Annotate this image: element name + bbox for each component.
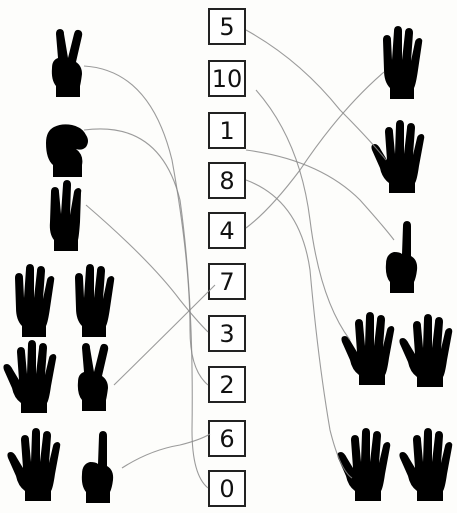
match-line-5: [246, 30, 386, 160]
right-hand-four-fingers-icon: [383, 26, 422, 99]
left-hand-two-fingers-icon: [52, 29, 82, 97]
match-line-8: [246, 180, 352, 478]
right-open-hand-icon: [371, 120, 424, 193]
left-hand-three-fingers-icon: [50, 180, 81, 251]
matching-lines: [84, 30, 394, 488]
left-fist-icon: [46, 124, 88, 177]
match-line-7: [114, 285, 215, 385]
left-open-hand-and-two-fingers-icon: [3, 340, 108, 413]
right-pair-open-hands-bottom-icon: [337, 428, 452, 501]
left-open-hand-and-one-finger-icon: [7, 428, 113, 503]
match-line-10: [256, 90, 350, 340]
match-line-6: [122, 434, 210, 468]
match-line-2: [84, 66, 208, 385]
right-pair-open-hands-icon: [341, 312, 452, 387]
left-pair-four-fingers-icon: [15, 264, 114, 337]
right-hand-one-finger-icon: [386, 221, 417, 293]
match-line-4: [246, 72, 384, 228]
match-line-1: [246, 150, 394, 240]
